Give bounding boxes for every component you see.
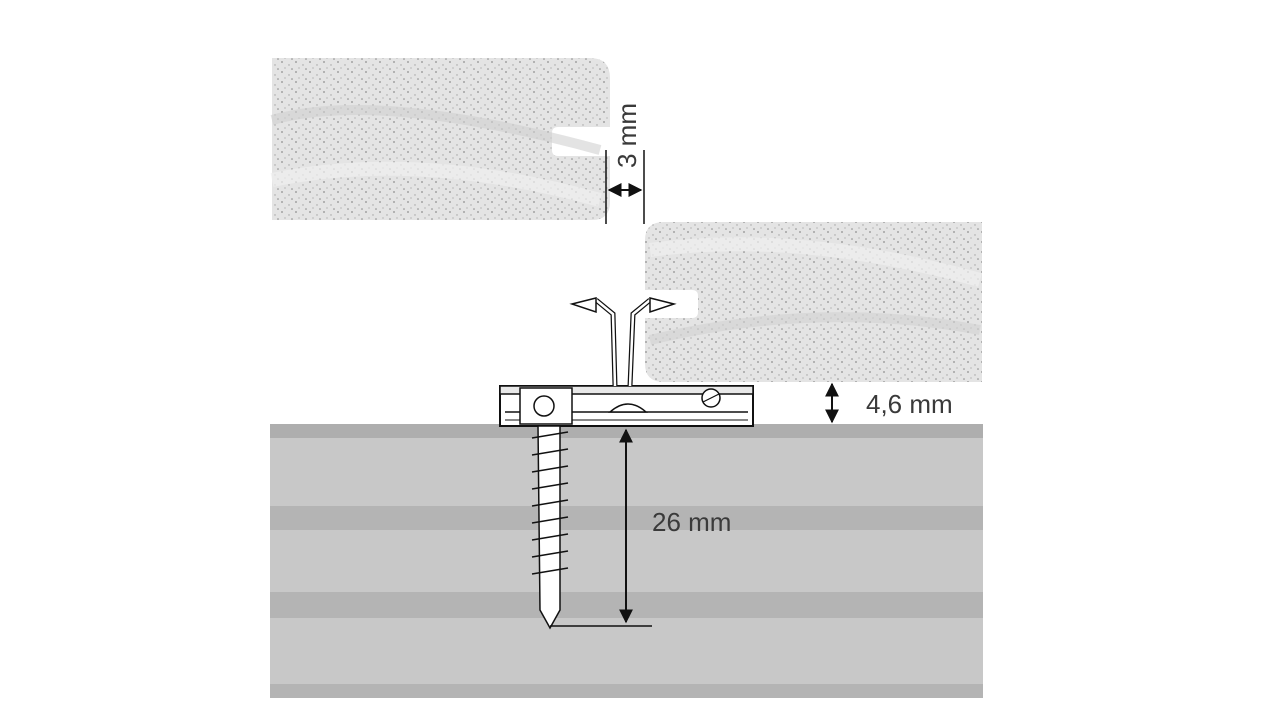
gap-label: 3 mm xyxy=(612,103,642,168)
clip-height-label: 4,6 mm xyxy=(866,389,953,419)
left-decking-board xyxy=(270,58,610,220)
screw-depth-label: 26 mm xyxy=(652,507,731,537)
gap-dimension: 3 mm xyxy=(605,103,645,224)
clip-height-dimension: 4,6 mm xyxy=(825,382,953,424)
right-decking-board xyxy=(645,222,982,382)
screw-depth-dimension: 26 mm xyxy=(550,428,731,627)
screw xyxy=(519,387,573,630)
